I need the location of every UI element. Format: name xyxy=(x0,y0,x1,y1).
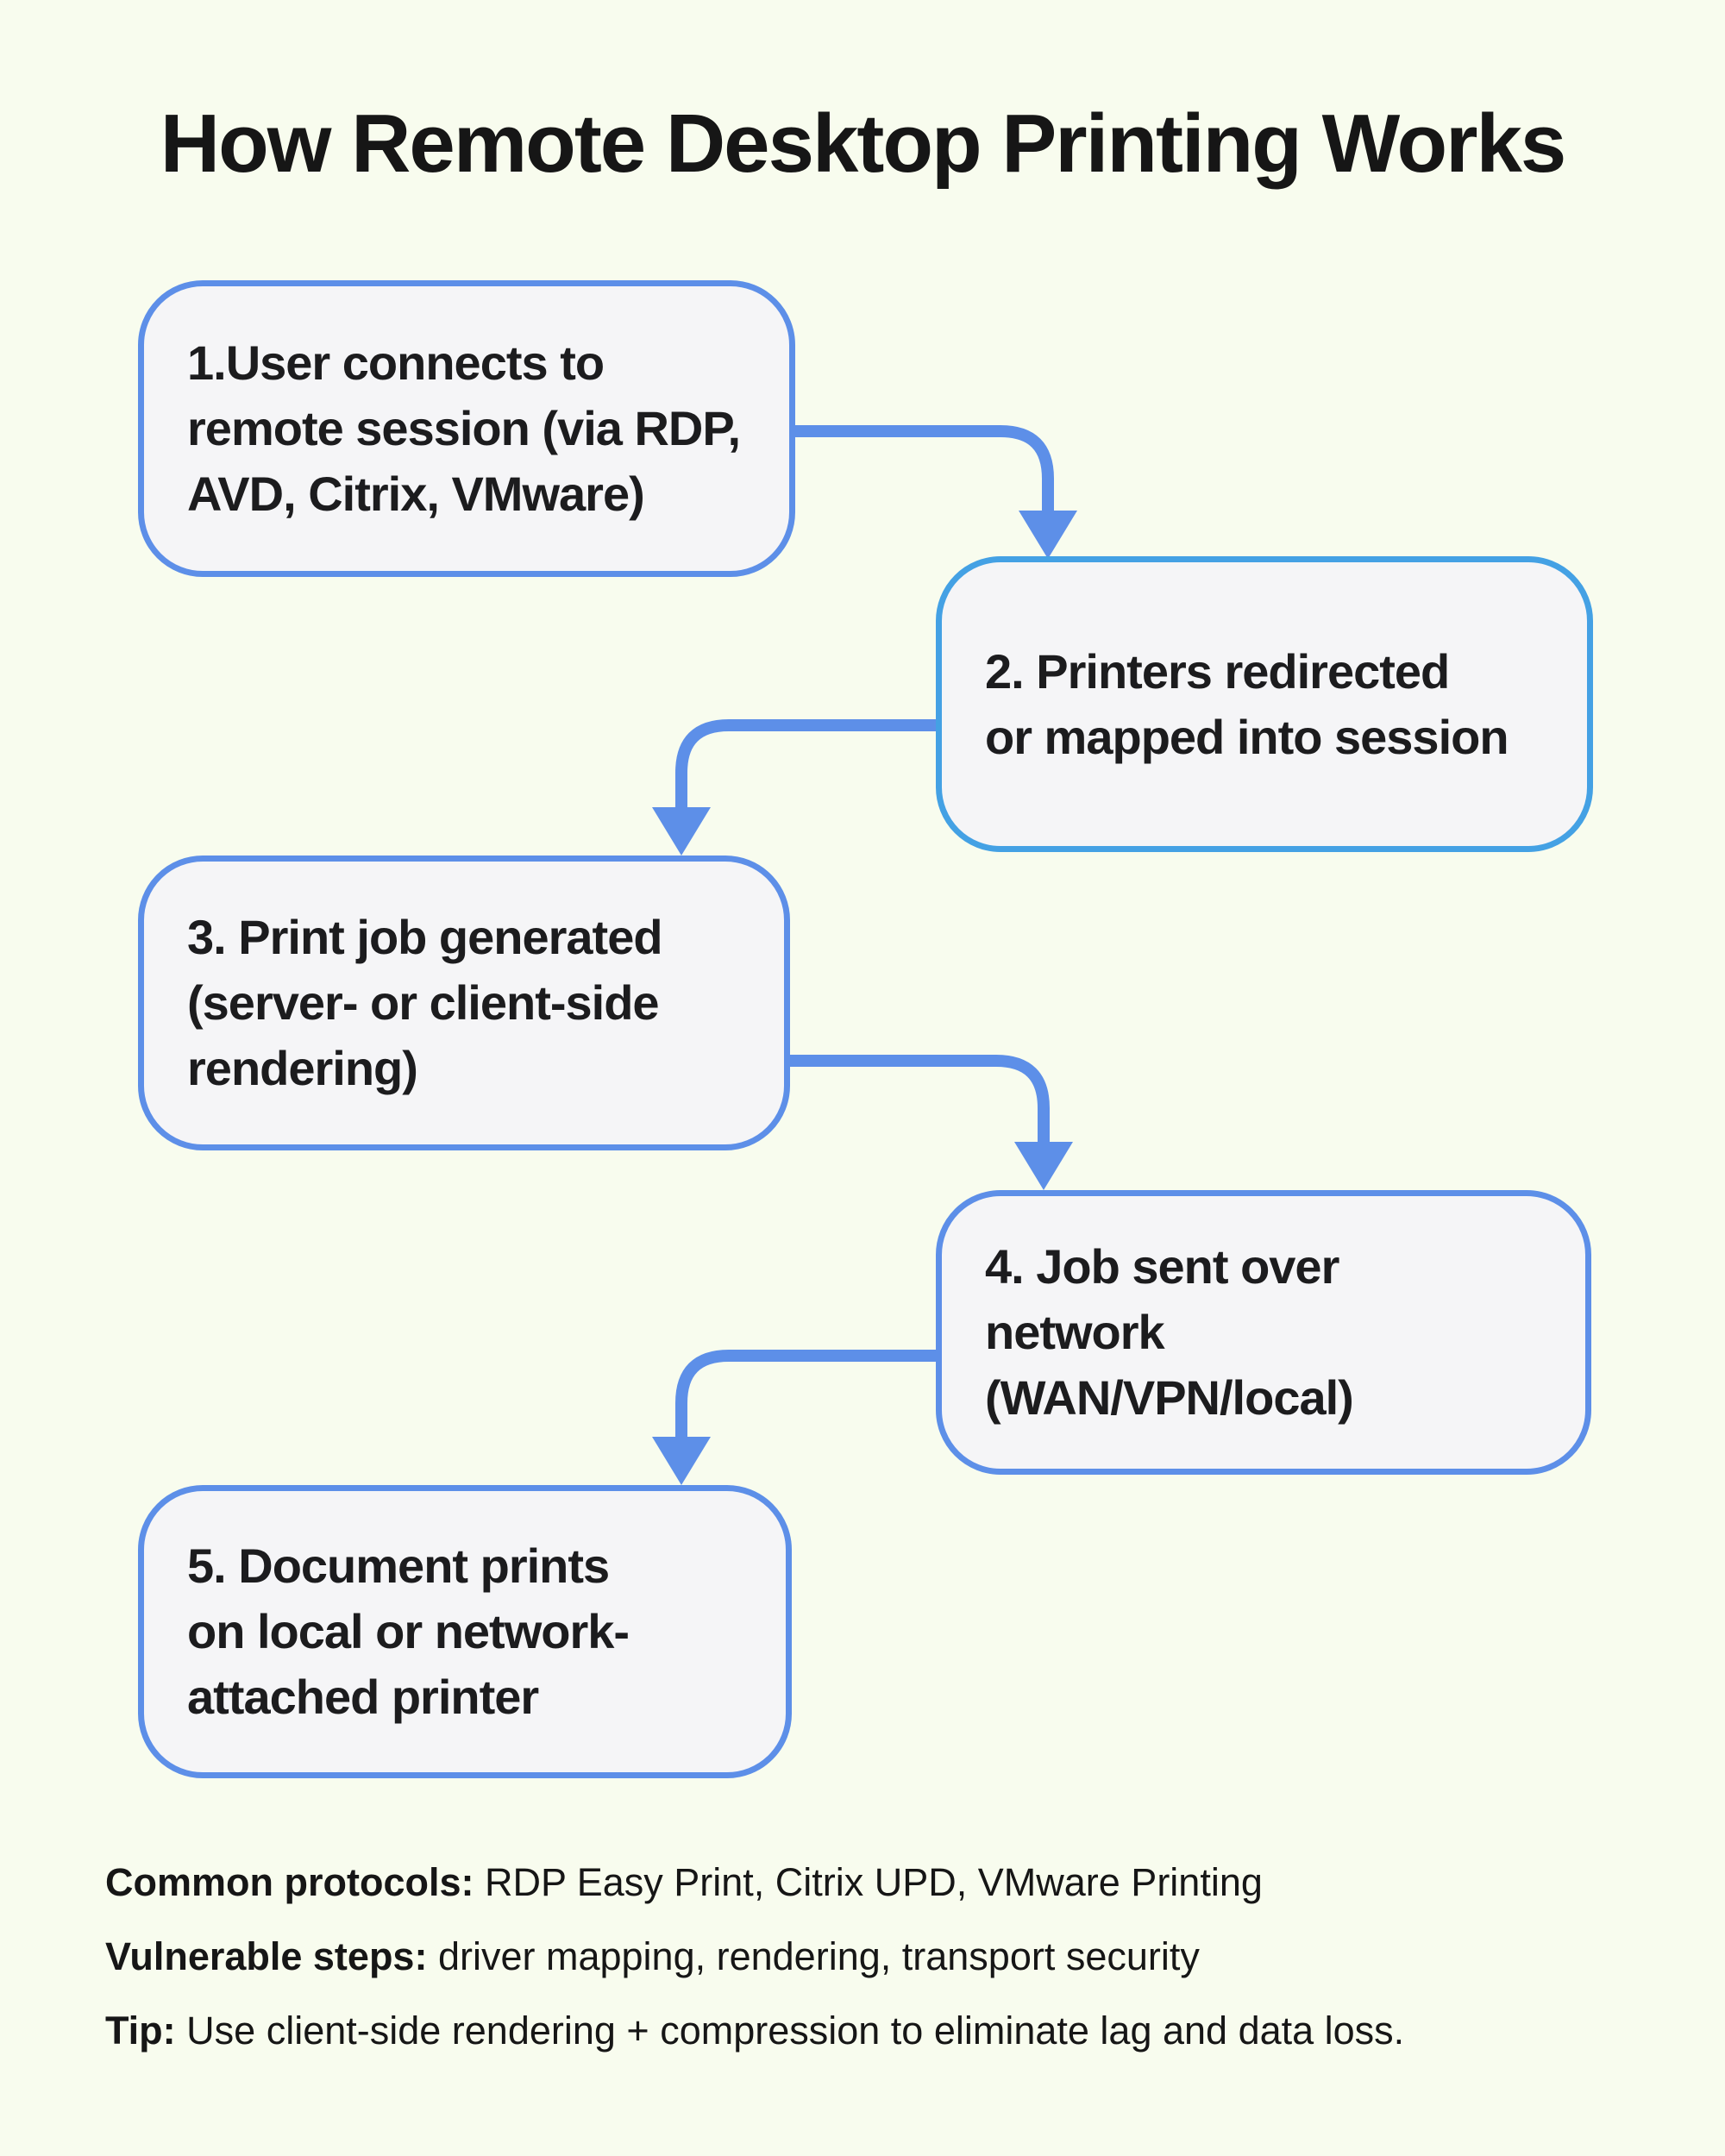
footer-line-vulnerable: Vulnerable steps: driver mapping, render… xyxy=(105,1920,1706,1994)
footer-text-protocols: RDP Easy Print, Citrix UPD, VMware Print… xyxy=(485,1860,1263,1904)
connector-4-arrowhead-icon xyxy=(652,1437,711,1485)
footer-label-vulnerable: Vulnerable steps: xyxy=(105,1934,428,1978)
footer-line-tip: Tip: Use client-side rendering + compres… xyxy=(105,1994,1706,2068)
step-2-text: 2. Printers redirected or mapped into se… xyxy=(985,643,1509,764)
step-3-text: 3. Print job generated (server- or clien… xyxy=(187,910,663,1095)
connector-3-arrowhead-icon xyxy=(1014,1142,1073,1190)
connector-2-arrowhead-icon xyxy=(652,807,711,856)
connector-4 xyxy=(652,1350,940,1485)
page-title: How Remote Desktop Printing Works xyxy=(160,97,1566,190)
step-box-3: 3. Print job generated (server- or clien… xyxy=(138,856,790,1150)
connector-3-line xyxy=(788,1055,1050,1145)
footer-label-protocols: Common protocols: xyxy=(105,1860,474,1904)
connector-4-line xyxy=(675,1350,940,1440)
step-1-text: 1.User connects to remote session (via R… xyxy=(187,335,741,521)
footer-text-vulnerable: driver mapping, rendering, transport sec… xyxy=(437,1934,1200,1978)
step-box-4: 4. Job sent over network (WAN/VPN/local) xyxy=(936,1190,1591,1475)
connector-1-line xyxy=(792,425,1054,514)
step-box-1: 1.User connects to remote session (via R… xyxy=(138,280,795,577)
footer-text-tip: Use client-side rendering + compression … xyxy=(186,2009,1405,2053)
step-5-text: 5. Document prints on local or network- … xyxy=(187,1539,630,1724)
step-box-2: 2. Printers redirected or mapped into se… xyxy=(936,556,1593,852)
footer-notes: Common protocols: RDP Easy Print, Citrix… xyxy=(105,1846,1706,2068)
footer-label-tip: Tip: xyxy=(105,2009,176,2053)
connector-2 xyxy=(652,719,940,856)
step-box-5: 5. Document prints on local or network- … xyxy=(138,1485,792,1778)
footer-line-protocols: Common protocols: RDP Easy Print, Citrix… xyxy=(105,1846,1706,1920)
connector-1-arrowhead-icon xyxy=(1019,511,1077,559)
connector-3 xyxy=(788,1055,1073,1190)
step-4-text: 4. Job sent over network (WAN/VPN/local) xyxy=(985,1239,1354,1425)
connector-2-line xyxy=(675,719,940,811)
connector-1 xyxy=(792,425,1077,559)
